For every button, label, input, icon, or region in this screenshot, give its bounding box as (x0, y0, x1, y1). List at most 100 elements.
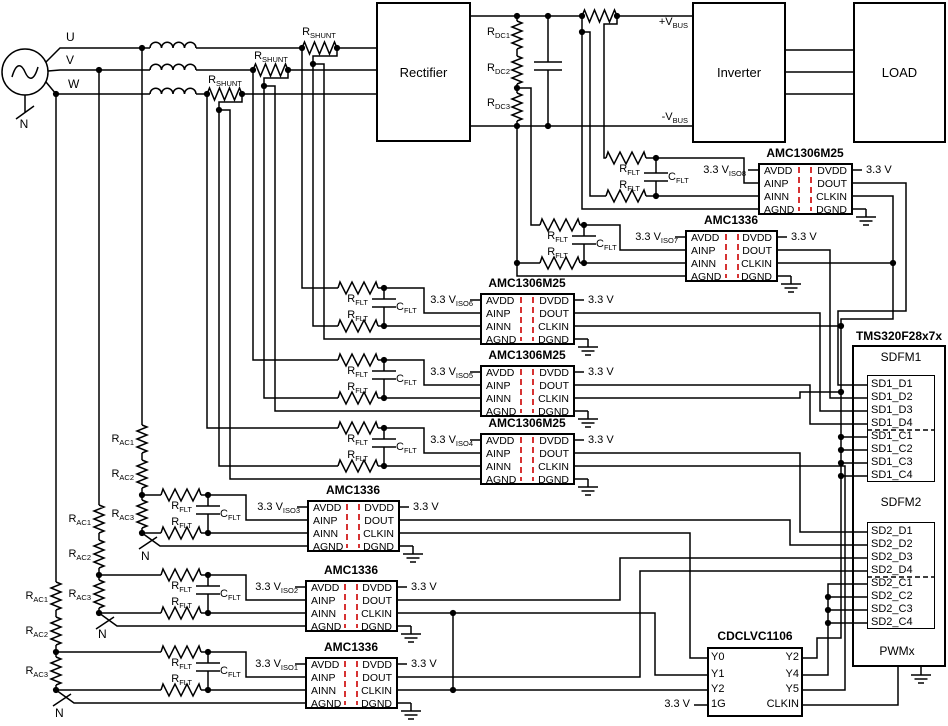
iso1-rflt1-label: RFLT (171, 657, 192, 672)
sdfm-dashed-dividers (867, 429, 935, 578)
pin-sd1-d2: SD1_D2 (871, 391, 913, 403)
phase-v-label: V (66, 53, 75, 67)
pin-sd2-d4: SD2_D4 (871, 564, 913, 576)
pin-sd2-c2: SD2_C2 (871, 590, 913, 602)
r-dc1-label: RDC1 (487, 26, 510, 41)
iso8-cflt-label: CFLT (668, 171, 689, 186)
pin-sd1-d1: SD1_D1 (871, 378, 913, 390)
amc-chip-iso7: AVDD AINP AINN AGND DVDD DOUT CLKIN DGND (685, 230, 778, 283)
amc-title-iso3: AMC1336 (325, 483, 381, 497)
amc-chip-iso8: AVDD AINP AINN AGND DVDD DOUT CLKIN DGND (758, 163, 853, 216)
pin-sd1-d4: SD1_D4 (871, 417, 913, 429)
rac2-label-col-mid: RAC2 (68, 548, 91, 563)
pin-sd2-c1: SD2_C1 (871, 577, 913, 589)
r-dc2-label: RDC2 (487, 62, 510, 77)
iso8-dvdd-supply: 3.3 V (866, 164, 892, 176)
neutral-label-rac-right: N (141, 549, 150, 563)
iso4-supply-label: 3.3 VISO4 (430, 434, 473, 449)
iso1-dvdd-supply: 3.3 V (411, 658, 437, 670)
iso5-cflt-label: CFLT (396, 373, 417, 388)
inverter-block: Inverter (692, 2, 786, 143)
neutral-label-rac-left: N (55, 706, 64, 720)
rac2-label-col-left: RAC2 (25, 625, 48, 640)
amc-title-iso1: AMC1336 (323, 640, 379, 654)
pin-sd2-d1: SD2_D1 (871, 525, 913, 537)
iso7-rflt2-label: RFLT (547, 246, 568, 261)
rac3-label-col-mid: RAC3 (68, 588, 91, 603)
iso6-dvdd-supply: 3.3 V (588, 294, 614, 306)
rac1-label-col-mid: RAC1 (68, 513, 91, 528)
amc-title-iso8: AMC1306M25 (766, 146, 844, 160)
iso1-rflt2-label: RFLT (171, 673, 192, 688)
iso3-supply-label: 3.3 VISO3 (257, 501, 300, 516)
iso8-rflt1-label: RFLT (619, 163, 640, 178)
cdc-pin-y2l: Y2 (711, 683, 725, 695)
iso8-rflt2-label: RFLT (619, 179, 640, 194)
iso2-supply-label: 3.3 VISO2 (255, 581, 298, 596)
iso6-rflt1-label: RFLT (347, 293, 368, 308)
iso6-cflt-label: CFLT (396, 301, 417, 316)
sine-icon (11, 65, 39, 79)
neutral-label-source: N (19, 117, 29, 131)
iso5-rflt2-label: RFLT (347, 381, 368, 396)
mcu-block (852, 345, 946, 667)
junction-dots (52, 12, 897, 694)
r-shunt-label-w: RSHUNT (208, 74, 242, 89)
iso7-cflt-label: CFLT (596, 238, 617, 253)
inverter-label: Inverter (716, 65, 762, 80)
sdfm1-box (867, 375, 935, 482)
iso7-dvdd-supply: 3.3 V (791, 231, 817, 243)
cdc-pin-y1: Y1 (711, 668, 725, 680)
phase-u-label: U (66, 30, 75, 44)
rac2-label-col-right: RAC2 (111, 468, 134, 483)
rectifier-label: Rectifier (399, 64, 448, 80)
iso4-rflt2-label: RFLT (347, 449, 368, 464)
r-shunt-label-u: RSHUNT (302, 26, 336, 41)
pin-sd2-c4: SD2_C4 (871, 616, 913, 628)
iso2-rflt2-label: RFLT (171, 596, 192, 611)
amc-title-iso4: AMC1306M25 (488, 416, 566, 430)
rac1-label-col-right: RAC1 (111, 433, 134, 448)
iso6-rflt2-label: RFLT (347, 309, 368, 324)
iso3-cflt-label: CFLT (220, 508, 241, 523)
iso1-supply-label: 3.3 VISO1 (255, 658, 298, 673)
rectifier-block: Rectifier (376, 2, 471, 142)
clock-buffer-block (707, 647, 803, 717)
pin-sd2-d3: SD2_D3 (871, 551, 913, 563)
amc-title-iso6: AMC1306M25 (488, 276, 566, 290)
amc-chip-iso6: AVDD AINP AINN AGND DVDD DOUT CLKIN DGND (480, 293, 575, 346)
rac1-label-col-left: RAC1 (25, 590, 48, 605)
iso7-rflt1-label: RFLT (547, 230, 568, 245)
phase-w-label: W (68, 77, 80, 91)
rac3-label-col-right: RAC3 (111, 508, 134, 523)
iso7-supply-label: 3.3 VISO7 (635, 231, 678, 246)
cdc-pin-y0: Y0 (711, 651, 725, 663)
amc-chip-iso5: AVDD AINP AINN AGND DVDD DOUT CLKIN DGND (480, 365, 575, 418)
sdfm2-box (867, 522, 935, 629)
iso1-cflt-label: CFLT (220, 665, 241, 680)
iso3-rflt1-label: RFLT (171, 500, 192, 515)
pin-sd1-d3: SD1_D3 (871, 404, 913, 416)
amc-title-iso5: AMC1306M25 (488, 348, 566, 362)
pwm-label: PWMx (879, 644, 915, 658)
cdc-supply-label: 3.3 V (664, 698, 690, 710)
amc-title-iso7: AMC1336 (703, 213, 759, 227)
cdc-pin-y4: Y4 (785, 668, 799, 680)
neutral-label-rac-mid: N (98, 627, 107, 641)
iso3-dvdd-supply: 3.3 V (413, 501, 439, 513)
iso3-rflt2-label: RFLT (171, 516, 192, 531)
isolation-barrier-icon (344, 167, 812, 705)
r-dc3-label: RDC3 (487, 97, 510, 112)
clock-buffer-title: CDCLVC1106 (717, 629, 793, 643)
iso5-dvdd-supply: 3.3 V (588, 366, 614, 378)
iso2-dvdd-supply: 3.3 V (411, 581, 437, 593)
cdc-pin-1g: 1G (711, 698, 726, 710)
pin-sd2-d2: SD2_D2 (871, 538, 913, 550)
sdfm2-label: SDFM2 (880, 495, 922, 509)
iso4-rflt1-label: RFLT (347, 433, 368, 448)
pin-sd1-c2: SD1_C2 (871, 443, 913, 455)
load-block: LOAD (853, 2, 946, 143)
amc-chip-iso2: AVDD AINP AINN AGND DVDD DOUT CLKIN DGND (305, 580, 398, 633)
